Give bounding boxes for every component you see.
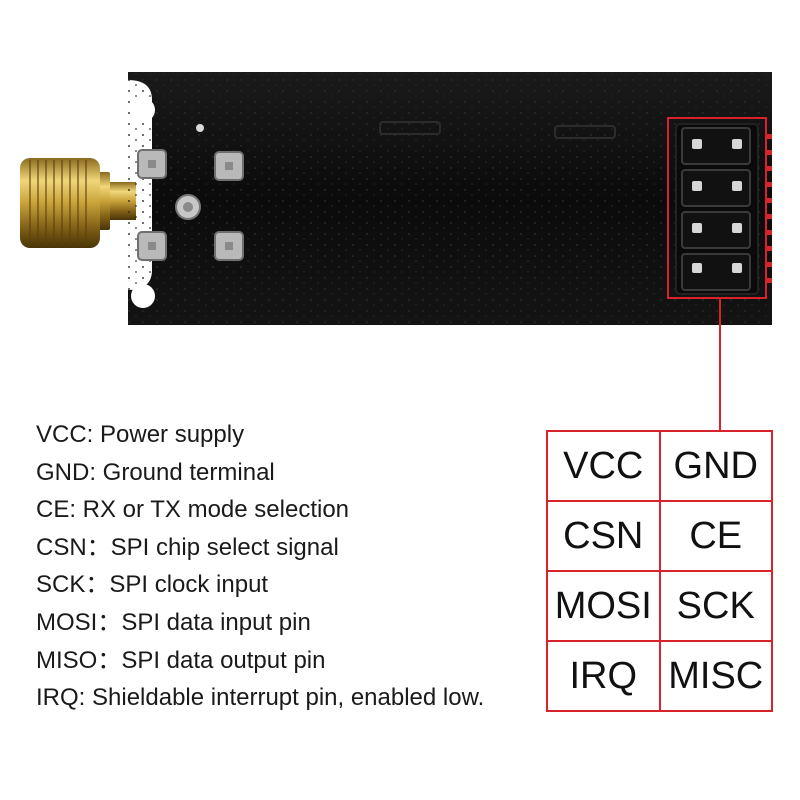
pinout-row: IRQ MISC [546, 640, 773, 712]
pin-cell-ce: CE [658, 500, 773, 572]
pcb-board [128, 72, 772, 325]
pin-description-csn: CSN：SPI chip select signal [36, 533, 339, 561]
pin-cell-csn: CSN [546, 500, 661, 572]
pin-description-miso: MISO：SPI data output pin [36, 646, 326, 674]
pin-description-gnd: GND: Ground terminal [36, 458, 275, 486]
pin-header-icon [675, 123, 772, 295]
pin-description-mosi: MOSI：SPI data input pin [36, 608, 311, 636]
pinout-table: VCC GND CSN CE MOSI SCK IRQ MISC [546, 430, 773, 712]
pin-cell-vcc: VCC [546, 430, 661, 502]
pin-description-sck: SCK：SPI clock input [36, 571, 269, 599]
pin-cell-sck: SCK [658, 570, 773, 642]
pinout-row: CSN CE [546, 500, 773, 572]
sma-connector-icon [20, 158, 136, 248]
pin-description-vcc: VCC: Power supply [36, 421, 245, 448]
pin-description-irq: IRQ: Shieldable interrupt pin, enabled l… [36, 684, 485, 712]
pin-description-ce: CE: RX or TX mode selection [36, 496, 350, 524]
pinout-callout [667, 117, 767, 430]
pin-cell-mosi: MOSI [546, 570, 661, 642]
solder-pads [137, 149, 244, 261]
pin-description-list: VCC: Power supply GND: Ground terminal C… [36, 416, 536, 717]
pinout-row: VCC GND [546, 430, 773, 502]
pinout-row: MOSI SCK [546, 570, 773, 642]
pin-cell-gnd: GND [658, 430, 773, 502]
pin-cell-irq: IRQ [546, 640, 661, 712]
pin-cell-misc: MISC [658, 640, 773, 712]
